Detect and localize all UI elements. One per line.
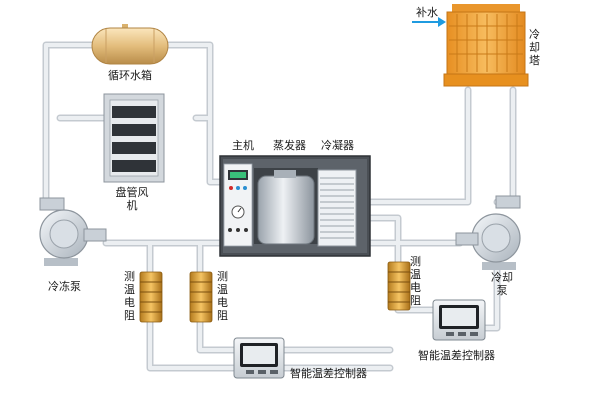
- sensor-2-label: 测温电阻: [217, 270, 228, 322]
- temperature-difference-controller-2: [432, 299, 486, 341]
- controller-2-label: 智能温差控制器: [418, 349, 495, 362]
- condenser-label: 冷凝器: [321, 139, 354, 152]
- fan-coil-unit: [103, 93, 165, 183]
- cooling-pump-label: 冷却泵: [491, 271, 513, 297]
- water-tank: [91, 24, 169, 65]
- chilled-water-pump: [39, 197, 107, 266]
- main-unit: [219, 155, 371, 257]
- cooling-water-pump: [455, 195, 521, 270]
- evaporator-tank: [257, 175, 315, 245]
- evaporator-label: 蒸发器: [273, 139, 306, 152]
- sensor-1-label: 测温电阻: [124, 270, 135, 322]
- makeup-water-arrow-icon: [412, 17, 446, 27]
- chilled-pump-label: 冷冻泵: [48, 280, 81, 293]
- fan-coil-label: 盘管风机: [115, 186, 149, 212]
- water-tank-label: 循环水箱: [108, 69, 152, 82]
- temperature-sensor-1: [139, 271, 163, 323]
- cooling-tower-label: 冷却塔: [529, 28, 540, 67]
- sensor-3-label: 测温电阻: [410, 255, 421, 307]
- temperature-sensor-3: [387, 261, 411, 311]
- cooling-tower: [443, 4, 529, 87]
- controller-1-label: 智能温差控制器: [290, 367, 367, 380]
- makeup-water-label: 补水: [416, 6, 438, 19]
- host-label: 主机: [232, 139, 254, 152]
- temperature-sensor-2: [189, 271, 213, 323]
- temperature-difference-controller-1: [233, 337, 285, 379]
